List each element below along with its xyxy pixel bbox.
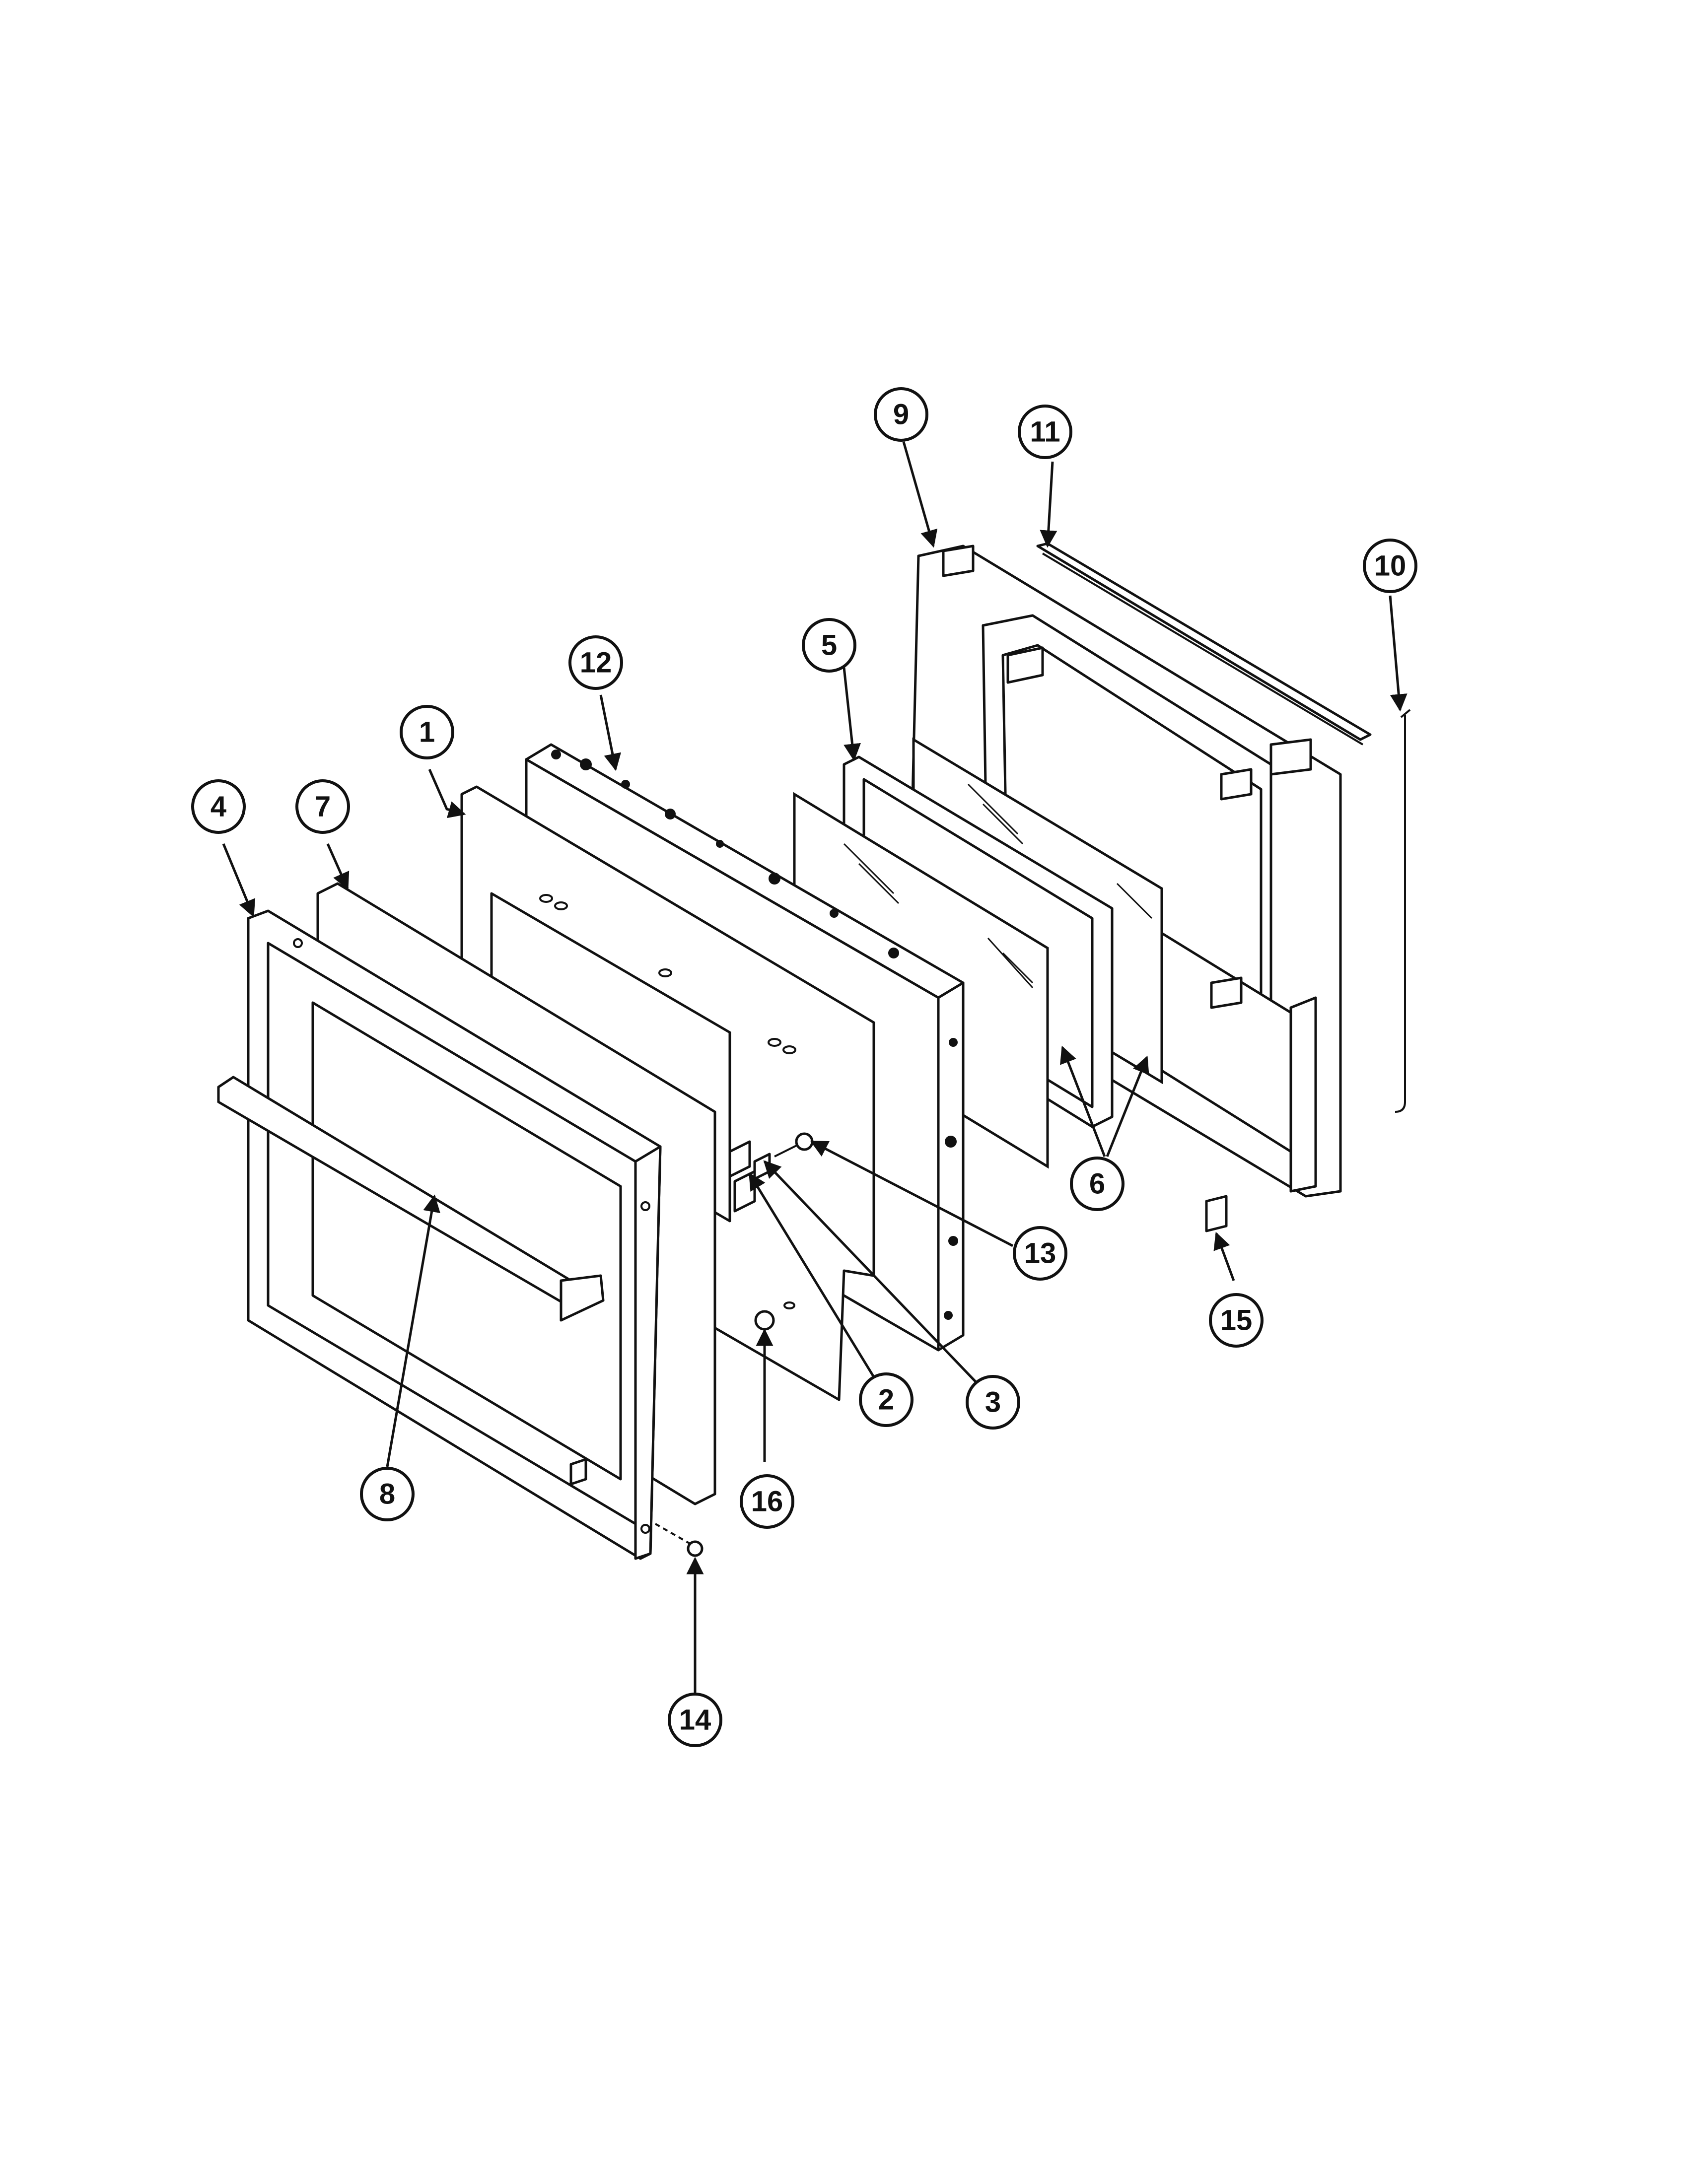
frame-bottom-bracket	[569, 1458, 587, 1486]
mounting-screw	[655, 1523, 703, 1557]
callout-15: 15	[1209, 1293, 1264, 1348]
callout-8: 8	[360, 1467, 415, 1521]
callout-14: 14	[668, 1693, 722, 1747]
callout-9: 9	[874, 387, 928, 442]
door-handle	[217, 1076, 605, 1322]
leader-lines	[222, 441, 1407, 1693]
callout-5: 5	[802, 618, 856, 673]
svg-text:11: 11	[1030, 416, 1060, 448]
svg-text:9: 9	[893, 399, 909, 431]
callout-13: 13	[1013, 1226, 1067, 1281]
callout-12: 12	[568, 635, 623, 690]
door-clip	[1205, 1195, 1228, 1232]
callout-3: 3	[966, 1375, 1020, 1430]
callout-1: 1	[400, 705, 454, 759]
svg-text:15: 15	[1220, 1304, 1253, 1337]
svg-text:14: 14	[679, 1704, 711, 1736]
callout-6: 6	[1070, 1157, 1125, 1211]
svg-text:6: 6	[1089, 1168, 1105, 1200]
side-rod	[1395, 709, 1411, 1113]
callout-10: 10	[1363, 539, 1417, 593]
svg-text:1: 1	[419, 716, 435, 749]
callout-11: 11	[1018, 405, 1072, 459]
svg-text:12: 12	[580, 647, 612, 679]
svg-text:13: 13	[1024, 1237, 1056, 1270]
svg-text:5: 5	[821, 629, 837, 662]
callout-7: 7	[295, 779, 350, 834]
svg-text:8: 8	[379, 1478, 395, 1510]
svg-text:10: 10	[1374, 550, 1407, 582]
callout-16: 16	[740, 1474, 794, 1529]
callout-4: 4	[191, 779, 246, 834]
svg-text:3: 3	[985, 1386, 1001, 1419]
svg-text:16: 16	[751, 1486, 783, 1518]
svg-text:4: 4	[211, 791, 226, 823]
callout-2: 2	[859, 1372, 914, 1427]
svg-text:2: 2	[878, 1384, 894, 1416]
svg-text:7: 7	[315, 791, 331, 823]
